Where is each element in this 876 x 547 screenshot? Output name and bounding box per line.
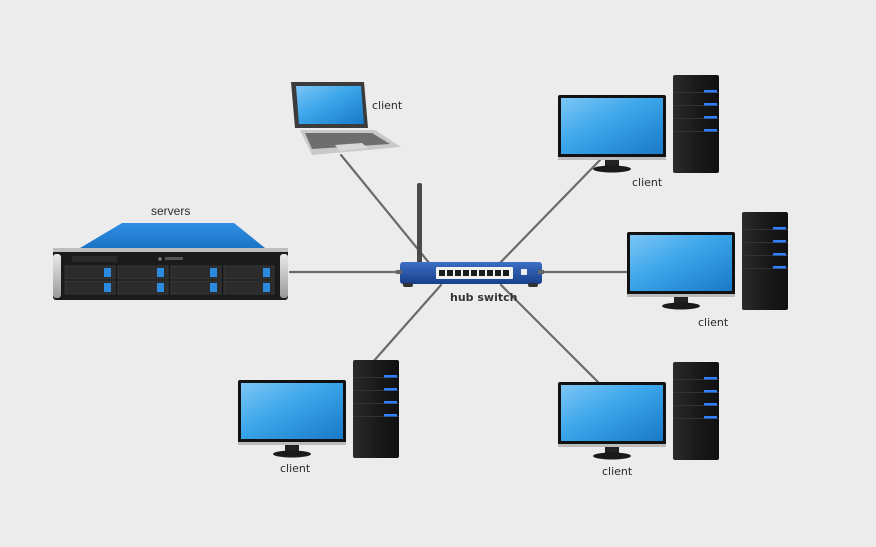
tower-case [673,75,719,173]
tower-led [773,266,786,269]
hub-port [447,270,453,276]
drive-bay-latch [210,283,217,292]
tower-led [704,390,717,393]
tower-led [773,240,786,243]
hub-port [455,270,461,276]
server-top-panel [80,223,265,248]
hub-port [471,270,477,276]
drive-bay [170,280,222,295]
monitor-neck [605,160,619,167]
tower-led [704,116,717,119]
hub-ports [439,270,509,276]
monitor-stand [662,302,700,310]
drive-bay-latch [104,268,111,277]
drive-bay-latch [263,283,270,292]
drive-bay [64,265,116,280]
desktop-client-bottom-left [238,360,399,458]
drive-bay [223,280,275,295]
hub-port [503,270,509,276]
hub-port [463,270,469,276]
desktop-client-top-right [558,75,719,173]
desktop-client-right [627,212,788,310]
tower-case [742,212,788,310]
client-label-bottom-right: client [602,465,633,478]
cable-bottom-right [499,283,600,384]
drive-bay-latch [104,283,111,292]
server-label: servers [151,204,191,218]
hub-port [495,270,501,276]
hub-port [487,270,493,276]
laptop-keyboard [305,133,390,149]
monitor-screen [630,235,732,291]
hub-switch-label: hub switch [450,291,518,304]
tower-led [384,388,397,391]
monitor-stand [273,450,311,458]
drive-bay [117,280,169,295]
monitor-stand [593,165,631,173]
cable-bottom-left [370,283,443,365]
monitor-neck [674,297,688,304]
monitor-stand [593,452,631,460]
desktop-client-bottom-right [558,362,719,460]
drive-bay [64,280,116,295]
tower-case [673,362,719,460]
server [53,223,288,300]
tower-led [384,414,397,417]
client-label-top-right: client [632,176,663,189]
hub-switch [396,183,544,287]
hub-port [439,270,445,276]
drive-bay [170,265,222,280]
drive-bay-latch [157,283,164,292]
drive-bay-latch [157,268,164,277]
hub-antenna [417,183,422,271]
cable-top-right [496,158,602,267]
tower-led [704,103,717,106]
laptop-screen [296,86,364,124]
drive-bay [223,265,275,280]
tower-led [704,90,717,93]
monitor-screen [561,98,663,154]
tower-led [384,401,397,404]
tower-led [384,375,397,378]
laptop-client [291,82,401,155]
drive-bay-latch [210,268,217,277]
tower-led [704,403,717,406]
tower-led [773,253,786,256]
monitor-neck [605,447,619,454]
tower-led [704,377,717,380]
monitor-screen [561,385,663,441]
client-label-bottom-left: client [280,462,311,475]
cable-laptop [339,153,432,266]
server-drive-bays [64,265,275,295]
drive-bay-latch [263,268,270,277]
monitor-screen [241,383,343,439]
client-label-right: client [698,316,729,329]
drive-bay [117,265,169,280]
monitor-neck [285,445,299,452]
cables [288,153,632,384]
client-label-laptop: client [372,99,403,112]
tower-led [704,416,717,419]
hub-port [479,270,485,276]
tower-case [353,360,399,458]
tower-led [773,227,786,230]
hub-power-jack [521,269,527,275]
tower-led [704,129,717,132]
